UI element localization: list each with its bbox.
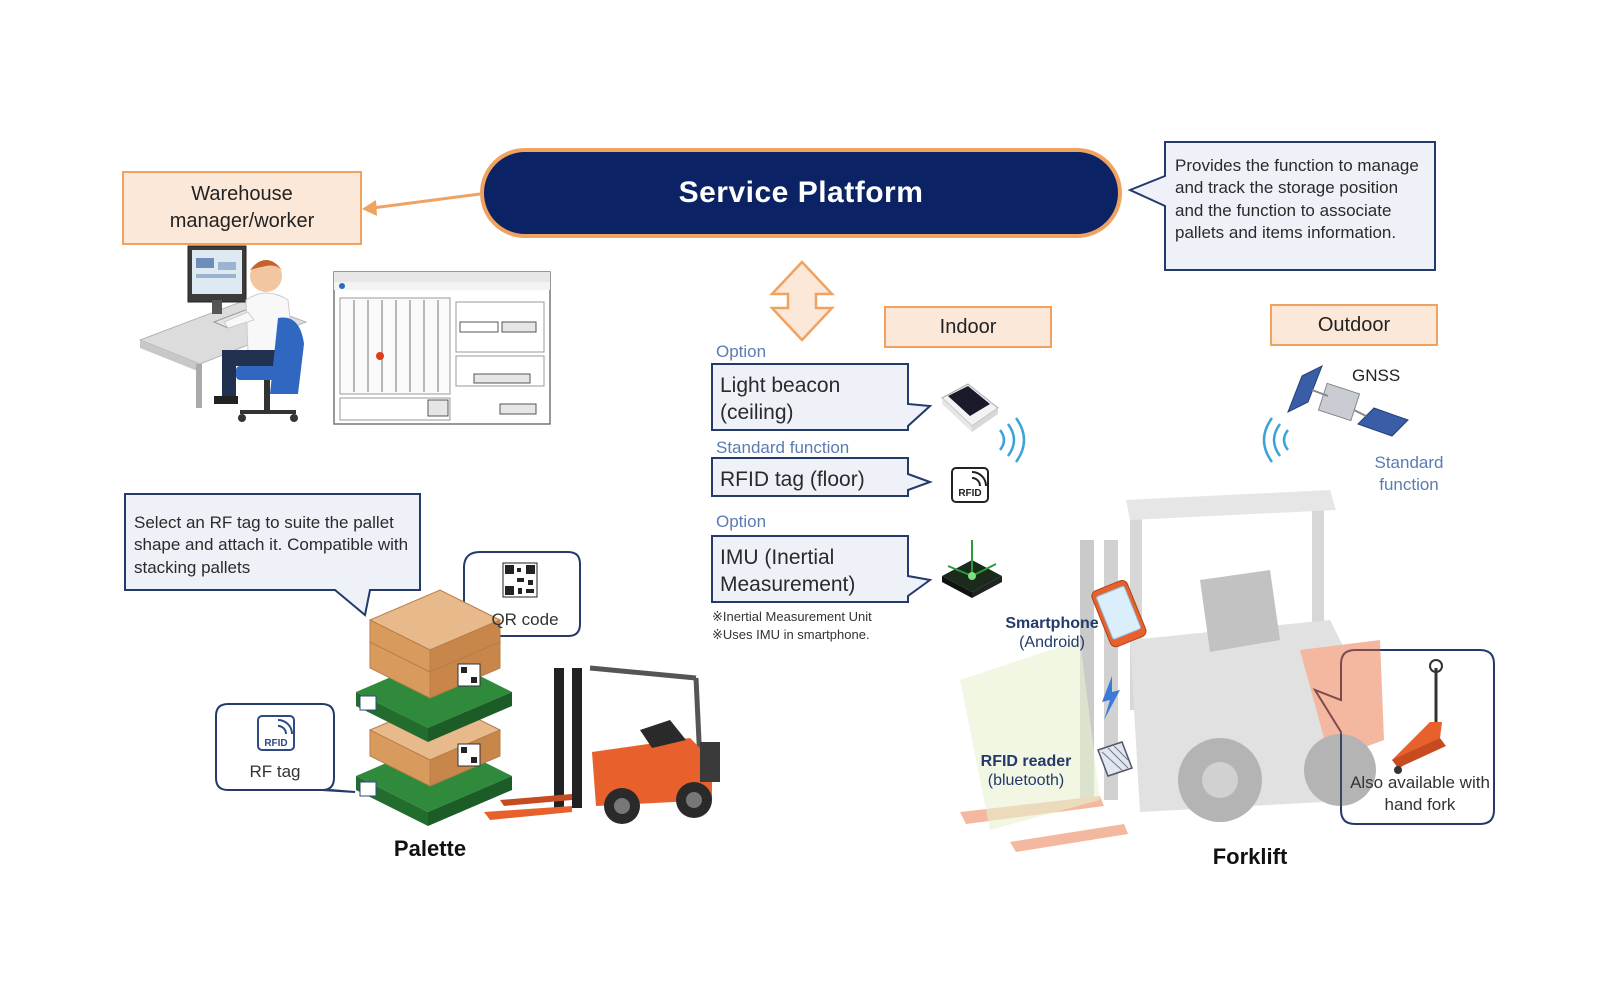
- service-platform-banner: Service Platform: [480, 148, 1122, 238]
- app-screenshot-illustration: [333, 271, 551, 425]
- hand-fork-callout: [1312, 649, 1495, 825]
- worker-at-desk-illustration: [138, 245, 308, 422]
- rfid-reader-sub-label: (bluetooth): [987, 772, 1065, 789]
- imu-note-1: ※Inertial Measurement Unit: [712, 609, 872, 624]
- smartphone-icon: [1091, 580, 1147, 720]
- rfid-floor-label: RFID tag (floor): [720, 468, 865, 491]
- large-forklift-illustration: [960, 490, 1384, 852]
- satellite-icon: [1262, 364, 1409, 463]
- small-forklift-illustration: [484, 665, 720, 824]
- rfid-tag-icon: [951, 467, 989, 503]
- outdoor-standard-function-label: Standard function: [1374, 453, 1444, 495]
- qr-code-icon: [502, 562, 538, 598]
- light-beacon-label: Light beacon (ceiling): [720, 374, 841, 425]
- rfid-reader-label: RFID reader: [980, 753, 1072, 770]
- gnss-label: GNSS: [1352, 366, 1401, 385]
- hand-fork-icon: [1392, 659, 1446, 774]
- forklift-caption: Forklift: [1212, 844, 1288, 869]
- standard-function-label: Standard function: [716, 438, 850, 457]
- indoor-box: Indoor: [884, 306, 1052, 348]
- rf-tag-icon: RFID: [257, 715, 295, 751]
- smartphone-label: Smartphone: [1005, 615, 1099, 632]
- qr-code-label: QR code: [491, 610, 559, 629]
- svg-text:RFID: RFID: [264, 738, 287, 749]
- rfid-floor-box: [711, 457, 933, 497]
- smartphone-sub-label: (Android): [1019, 634, 1085, 651]
- double-arrow-icon: [769, 260, 835, 342]
- palette-caption: Palette: [393, 836, 467, 861]
- pallet-stack-illustration: [356, 589, 512, 826]
- rf-tag-desc-callout: [124, 493, 421, 617]
- rf-tag-label: RF tag: [249, 762, 301, 781]
- imu-note-2: ※Uses IMU in smartphone.: [712, 627, 870, 642]
- outdoor-box: Outdoor: [1270, 304, 1438, 346]
- warehouse-manager-box: Warehouse manager/worker: [122, 171, 362, 245]
- platform-desc-callout: [1127, 141, 1436, 271]
- rfid-icon-text: RFID: [958, 488, 982, 499]
- platform-to-manager-arrow: [362, 192, 481, 216]
- rf-tag-desc-text: Select an RF tag to suite the pallet sha…: [134, 513, 409, 577]
- imu-box: [711, 535, 933, 603]
- light-beacon-device-icon: [941, 383, 1026, 463]
- service-platform-title: Service Platform: [678, 176, 924, 209]
- warehouse-manager-label: Warehouse manager/worker: [169, 183, 315, 232]
- platform-desc-text: Provides the function to manage and trac…: [1175, 156, 1419, 243]
- light-beacon-box: [711, 363, 933, 431]
- indoor-label: Indoor: [939, 315, 997, 338]
- hand-fork-label: Also available with hand fork: [1350, 773, 1490, 815]
- option-label-2: Option: [716, 512, 767, 531]
- outdoor-label: Outdoor: [1317, 313, 1391, 336]
- imu-label: IMU (Inertial Measurement): [720, 546, 856, 597]
- rfid-reader-device-icon: [1097, 741, 1133, 777]
- option-label-1: Option: [716, 342, 767, 361]
- imu-chip-icon: [942, 540, 1002, 598]
